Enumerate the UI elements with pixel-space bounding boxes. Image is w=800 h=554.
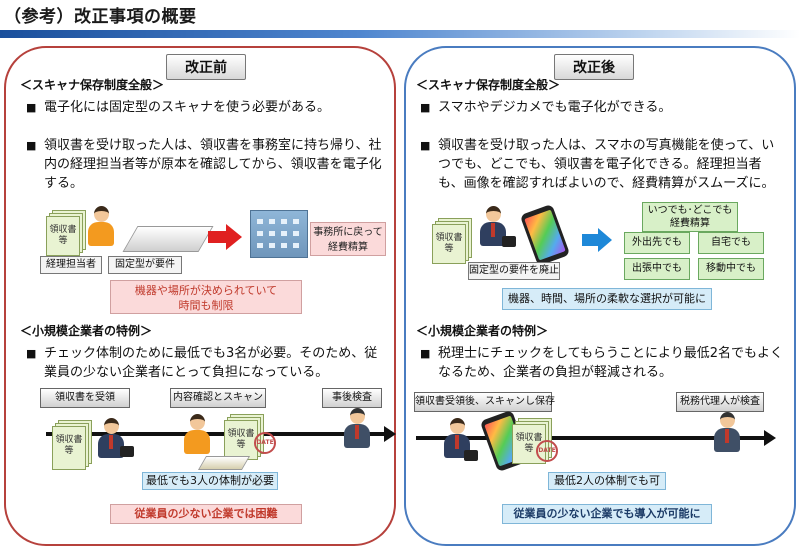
after-smallbiz-bullet: 税理士にチェックをしてもらうことにより最低2名でもよくなるため、企業者の負担が軽…	[420, 344, 786, 382]
date-stamp-icon: DATE	[254, 432, 276, 454]
after-bullet-2: 領収書を受け取った人は、スマホの写真機能を使って、いつでも、どこでも、領収書を電…	[420, 136, 786, 193]
anytime-line-1: いつでも･どこでも	[647, 205, 733, 216]
after-conclusion: 従業員の少ない企業でも導入が可能に	[502, 504, 712, 524]
small-scanner	[197, 456, 251, 470]
before-conclusion: 従業員の少ない企業では困難	[110, 504, 302, 524]
briefcase-icon	[464, 450, 478, 461]
receipt-doc-left: 領収書等	[52, 426, 86, 470]
auditor-person	[342, 408, 372, 450]
step-tax-agent-audit: 税務代理人が検査	[676, 392, 764, 412]
min-three-note: 最低でも3人の体制が必要	[142, 472, 278, 490]
step-check-scan: 内容確認とスキャン	[170, 388, 266, 408]
before-smallbiz-heading: ＜小規模企業者の特例＞	[20, 324, 153, 338]
step-receive-scan: 領収書受領後、スキャンし保存	[414, 392, 555, 412]
office-building-icon	[250, 210, 308, 258]
scanner-person	[182, 414, 212, 456]
after-scanner-heading: ＜スキャナ保存制度全般＞	[416, 78, 561, 92]
step-receive: 領収書を受領	[40, 388, 130, 408]
anytime-box: いつでも･どこでも 経費精算	[642, 202, 738, 232]
constraint-line-2: 時間も制限	[178, 299, 234, 312]
min-two-note: 最低2人の体制でも可	[548, 472, 666, 490]
before-label: 改正前	[166, 54, 246, 80]
tax-agent-person	[712, 412, 742, 454]
flex-note-box: 機器、時間、場所の柔軟な選択が可能に	[502, 288, 712, 310]
process-timeline	[416, 430, 776, 446]
employee-person	[478, 206, 508, 248]
after-panel: 改正後 ＜スキャナ保存制度全般＞ スマホやデジカメでも電子化ができる。 領収書を…	[404, 46, 796, 546]
constraint-box: 機器や場所が決められていて 時間も制限	[110, 280, 302, 314]
abolish-tag: 固定型の要件を廃止	[468, 262, 560, 280]
step-post-audit: 事後検査	[322, 388, 382, 408]
accountant-tag: 経理担当者	[40, 256, 102, 274]
receiver-person	[96, 418, 126, 460]
after-label: 改正後	[554, 54, 634, 80]
constraint-line-1: 機器や場所が決められていて	[134, 284, 278, 297]
before-scanner-heading: ＜スキャナ保存制度全般＞	[20, 78, 165, 92]
date-stamp-icon: DATE	[536, 440, 558, 462]
before-panel: 改正前 ＜スキャナ保存制度全般＞ 電子化には固定型のスキャナを使う必要がある。 …	[4, 46, 396, 546]
fixed-scanner	[122, 226, 214, 252]
place-outside: 外出先でも	[624, 232, 690, 254]
before-bullet-1: 電子化には固定型のスキャナを使う必要がある。	[26, 98, 386, 117]
fixed-scanner-tag: 固定型が要件	[108, 256, 182, 274]
briefcase-icon	[120, 446, 134, 457]
arrow-right-icon	[208, 224, 242, 250]
after-bullet-1: スマホやデジカメでも電子化ができる。	[420, 98, 780, 117]
receipt-doc-middle: 領収書等	[224, 420, 258, 460]
receipt-doc: 領収書等	[46, 216, 80, 256]
process-timeline	[46, 426, 396, 442]
briefcase-icon	[502, 236, 516, 247]
receipt-doc: 領収書等	[432, 224, 466, 264]
place-home: 自宅でも	[698, 232, 764, 254]
before-bullet-2: 領収書を受け取った人は、領収書を事務室に持ち帰り、社内の経理担当者等が原本を確認…	[26, 136, 388, 193]
anytime-line-2: 経費精算	[670, 218, 710, 229]
after-smallbiz-heading: ＜小規模企業者の特例＞	[416, 324, 549, 338]
page-title: （参考）改正事項の概要	[4, 7, 197, 27]
smartphone-icon	[519, 203, 571, 267]
place-moving: 移動中でも	[698, 258, 764, 280]
return-office-box: 事務所に戻って経費精算	[310, 222, 386, 256]
title-underline-bar	[0, 30, 800, 38]
accountant-person	[86, 206, 116, 248]
arrow-right-icon	[582, 228, 612, 252]
before-smallbiz-bullet: チェック体制のために最低でも3名が必要。そのため、従業員の少ない企業者にとって負…	[26, 344, 388, 382]
place-business-trip: 出張中でも	[624, 258, 690, 280]
